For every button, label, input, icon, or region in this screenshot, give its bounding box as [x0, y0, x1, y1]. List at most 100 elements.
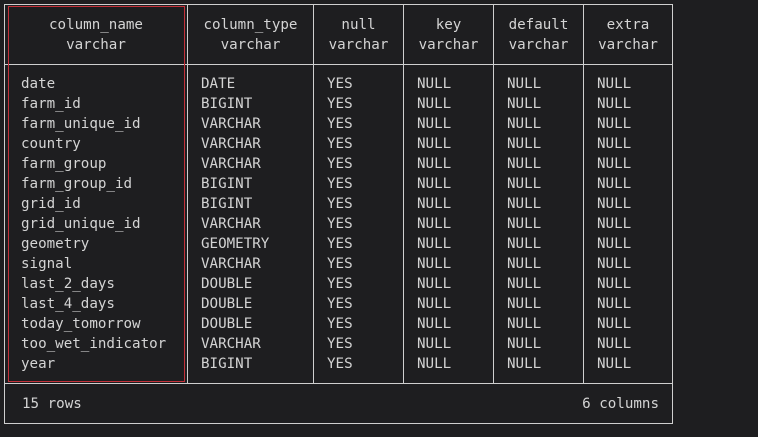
default-values: NULL NULL NULL NULL NULL NULL NULL NULL NULL NULL…	[507, 74, 541, 374]
header-column-name: column_name varchar	[5, 5, 187, 64]
table-cell: DOUBLE	[201, 296, 253, 312]
table-cell: VARCHAR	[201, 256, 261, 272]
table-cell: NULL	[417, 296, 452, 312]
table-cell: NULL	[597, 216, 632, 232]
null-values: YES YES YES YES YES YES YES YES YES YES YES YES YES Y…	[327, 74, 353, 374]
table-cell: grid_unique_id	[21, 216, 141, 232]
table-cell: YES	[327, 236, 353, 252]
table-cell: country	[21, 136, 81, 152]
table-cell: NULL	[417, 196, 452, 212]
table-cell: NULL	[507, 176, 542, 192]
table-cell: NULL	[417, 356, 452, 372]
header-label: null	[341, 16, 376, 33]
table-cell: YES	[327, 356, 353, 372]
table-cell: NULL	[417, 316, 452, 332]
header-label: default	[508, 16, 569, 33]
table-cell: NULL	[597, 276, 632, 292]
column-divider	[187, 5, 188, 384]
column-count: 6 columns	[582, 396, 659, 412]
table-cell: NULL	[507, 276, 542, 292]
table-cell: year	[21, 356, 56, 372]
header-default: default varchar	[494, 5, 583, 64]
table-cell: NULL	[597, 76, 632, 92]
table-cell: NULL	[597, 196, 632, 212]
table-cell: today_tomorrow	[21, 316, 141, 332]
table-cell: signal	[21, 256, 73, 272]
table-cell: BIGINT	[201, 356, 253, 372]
table-cell: NULL	[507, 96, 542, 112]
table-cell: NULL	[417, 176, 452, 192]
header-type: varchar	[328, 36, 389, 53]
table-cell: YES	[327, 96, 353, 112]
header-label: column_name	[49, 16, 143, 33]
table-cell: NULL	[507, 196, 542, 212]
table-cell: NULL	[507, 236, 542, 252]
table-cell: grid_id	[21, 196, 81, 212]
table-cell: last_4_days	[21, 296, 115, 312]
table-cell: farm_id	[21, 96, 81, 112]
header-label: extra	[606, 16, 650, 33]
header-type: varchar	[220, 36, 281, 53]
table-cell: DATE	[201, 76, 236, 92]
row-count: 15 rows	[22, 396, 82, 412]
table-cell: NULL	[597, 156, 632, 172]
table-cell: NULL	[507, 116, 542, 132]
table-cell: NULL	[417, 76, 452, 92]
column-type-values: DATE BIGINT VARCHAR VARCHAR VARCHAR BIGINT BIG…	[201, 74, 269, 374]
table-cell: NULL	[507, 316, 542, 332]
table-cell: YES	[327, 116, 353, 132]
header-key: key varchar	[404, 5, 493, 64]
table-cell: YES	[327, 336, 353, 352]
table-cell: YES	[327, 276, 353, 292]
column-divider	[583, 5, 584, 384]
header-type: varchar	[66, 36, 126, 53]
table-cell: NULL	[507, 296, 542, 312]
table-cell: YES	[327, 176, 353, 192]
table-cell: farm_group_id	[21, 176, 133, 192]
table-cell: NULL	[597, 116, 632, 132]
table-cell: YES	[327, 196, 353, 212]
table-cell: NULL	[507, 136, 542, 152]
table-cell: DOUBLE	[201, 316, 253, 332]
column-divider	[493, 5, 494, 384]
header-null: null varchar	[314, 5, 403, 64]
table-cell: BIGINT	[201, 96, 253, 112]
table-cell: NULL	[597, 96, 632, 112]
table-cell: farm_group	[21, 156, 107, 172]
table-cell: NULL	[417, 116, 452, 132]
table-cell: VARCHAR	[201, 156, 261, 172]
column-divider	[403, 5, 404, 384]
key-values: NULL NULL NULL NULL NULL NULL NULL NULL NULL NULL…	[417, 74, 451, 374]
table-cell: NULL	[507, 156, 542, 172]
extra-values: NULL NULL NULL NULL NULL NULL NULL NULL NULL NULL…	[597, 74, 631, 374]
table-cell: NULL	[417, 336, 452, 352]
table-cell: geometry	[21, 236, 90, 252]
header-label: key	[435, 16, 462, 33]
table-cell: YES	[327, 316, 353, 332]
table-cell: VARCHAR	[201, 216, 261, 232]
table-cell: NULL	[597, 316, 632, 332]
table-cell: YES	[327, 76, 353, 92]
table-cell: YES	[327, 156, 353, 172]
table-cell: NULL	[597, 176, 632, 192]
table-cell: NULL	[507, 336, 542, 352]
table-cell: NULL	[507, 256, 542, 272]
table-cell: NULL	[417, 156, 452, 172]
footer-separator	[5, 383, 672, 384]
table-cell: BIGINT	[201, 196, 253, 212]
table-cell: YES	[327, 136, 353, 152]
table-cell: NULL	[507, 76, 542, 92]
table-cell: NULL	[597, 356, 632, 372]
table-cell: NULL	[597, 256, 632, 272]
column-divider	[313, 5, 314, 384]
table-cell: NULL	[597, 236, 632, 252]
table-cell: YES	[327, 216, 353, 232]
table-cell: BIGINT	[201, 176, 253, 192]
table-cell: too_wet_indicator	[21, 336, 167, 352]
table-cell: YES	[327, 296, 353, 312]
table-cell: NULL	[417, 96, 452, 112]
header-type: varchar	[508, 36, 569, 53]
table-cell: VARCHAR	[201, 136, 261, 152]
table-cell: NULL	[597, 336, 632, 352]
